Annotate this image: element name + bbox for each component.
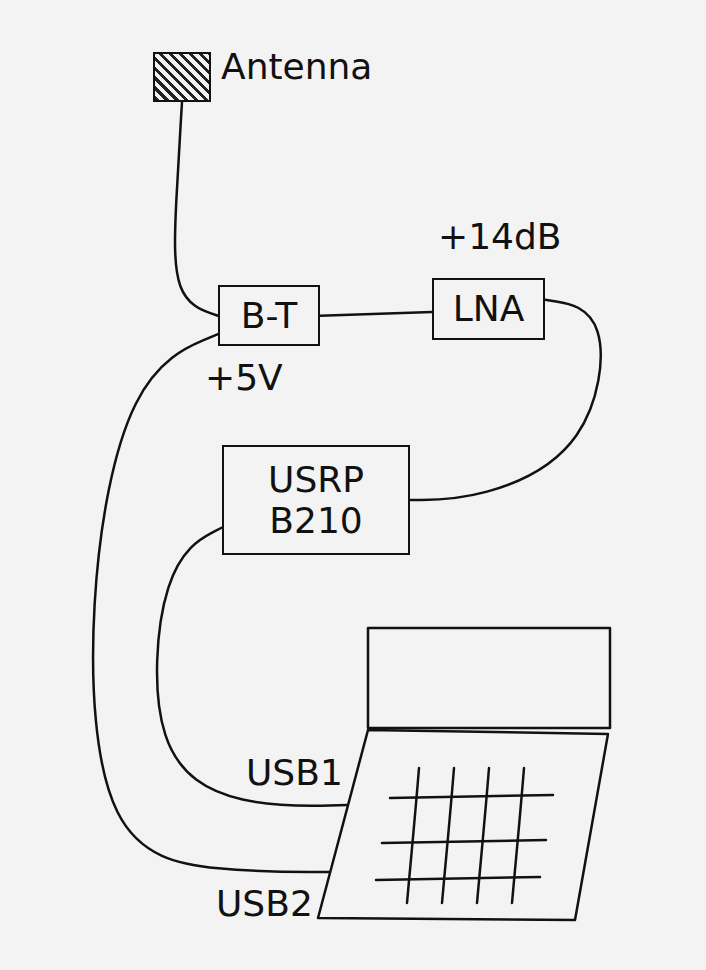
cable (175, 102, 218, 316)
sdr-box: USRP B210 (222, 445, 410, 555)
keyboard-line (390, 795, 553, 798)
keyboard-line (512, 768, 524, 903)
cable (410, 300, 601, 500)
bias-tee-box: B-T+5V (218, 285, 320, 346)
antenna-icon-outline (153, 52, 211, 102)
sdr-box-outline: USRP B210 (222, 445, 410, 555)
laptop: USB1USB2 (318, 628, 613, 923)
bias-tee-box-outline: B-T (218, 285, 320, 346)
box-label: B-T (241, 295, 297, 336)
keyboard-line (376, 877, 540, 880)
laptop-outline (318, 628, 613, 923)
box-label: USRP B210 (236, 459, 396, 542)
antenna-icon: Antenna (153, 52, 211, 102)
part-label: USB1 (246, 752, 343, 793)
keyboard-line (407, 768, 419, 903)
laptop-drawing (318, 628, 613, 923)
cable (157, 528, 347, 806)
part-label: USB2 (216, 883, 313, 924)
laptop-screen (368, 628, 610, 728)
part-label: Antenna (221, 46, 372, 87)
part-label: +14dB (438, 216, 562, 257)
lna-box: LNA+14dB (432, 278, 545, 340)
part-label: +5V (205, 357, 283, 398)
box-label: LNA (453, 288, 525, 329)
lna-box-outline: LNA (432, 278, 545, 340)
laptop-base (318, 730, 608, 920)
keyboard-line (477, 768, 489, 903)
keyboard-line (382, 840, 546, 843)
keyboard-line (442, 768, 454, 903)
cable (320, 312, 432, 316)
